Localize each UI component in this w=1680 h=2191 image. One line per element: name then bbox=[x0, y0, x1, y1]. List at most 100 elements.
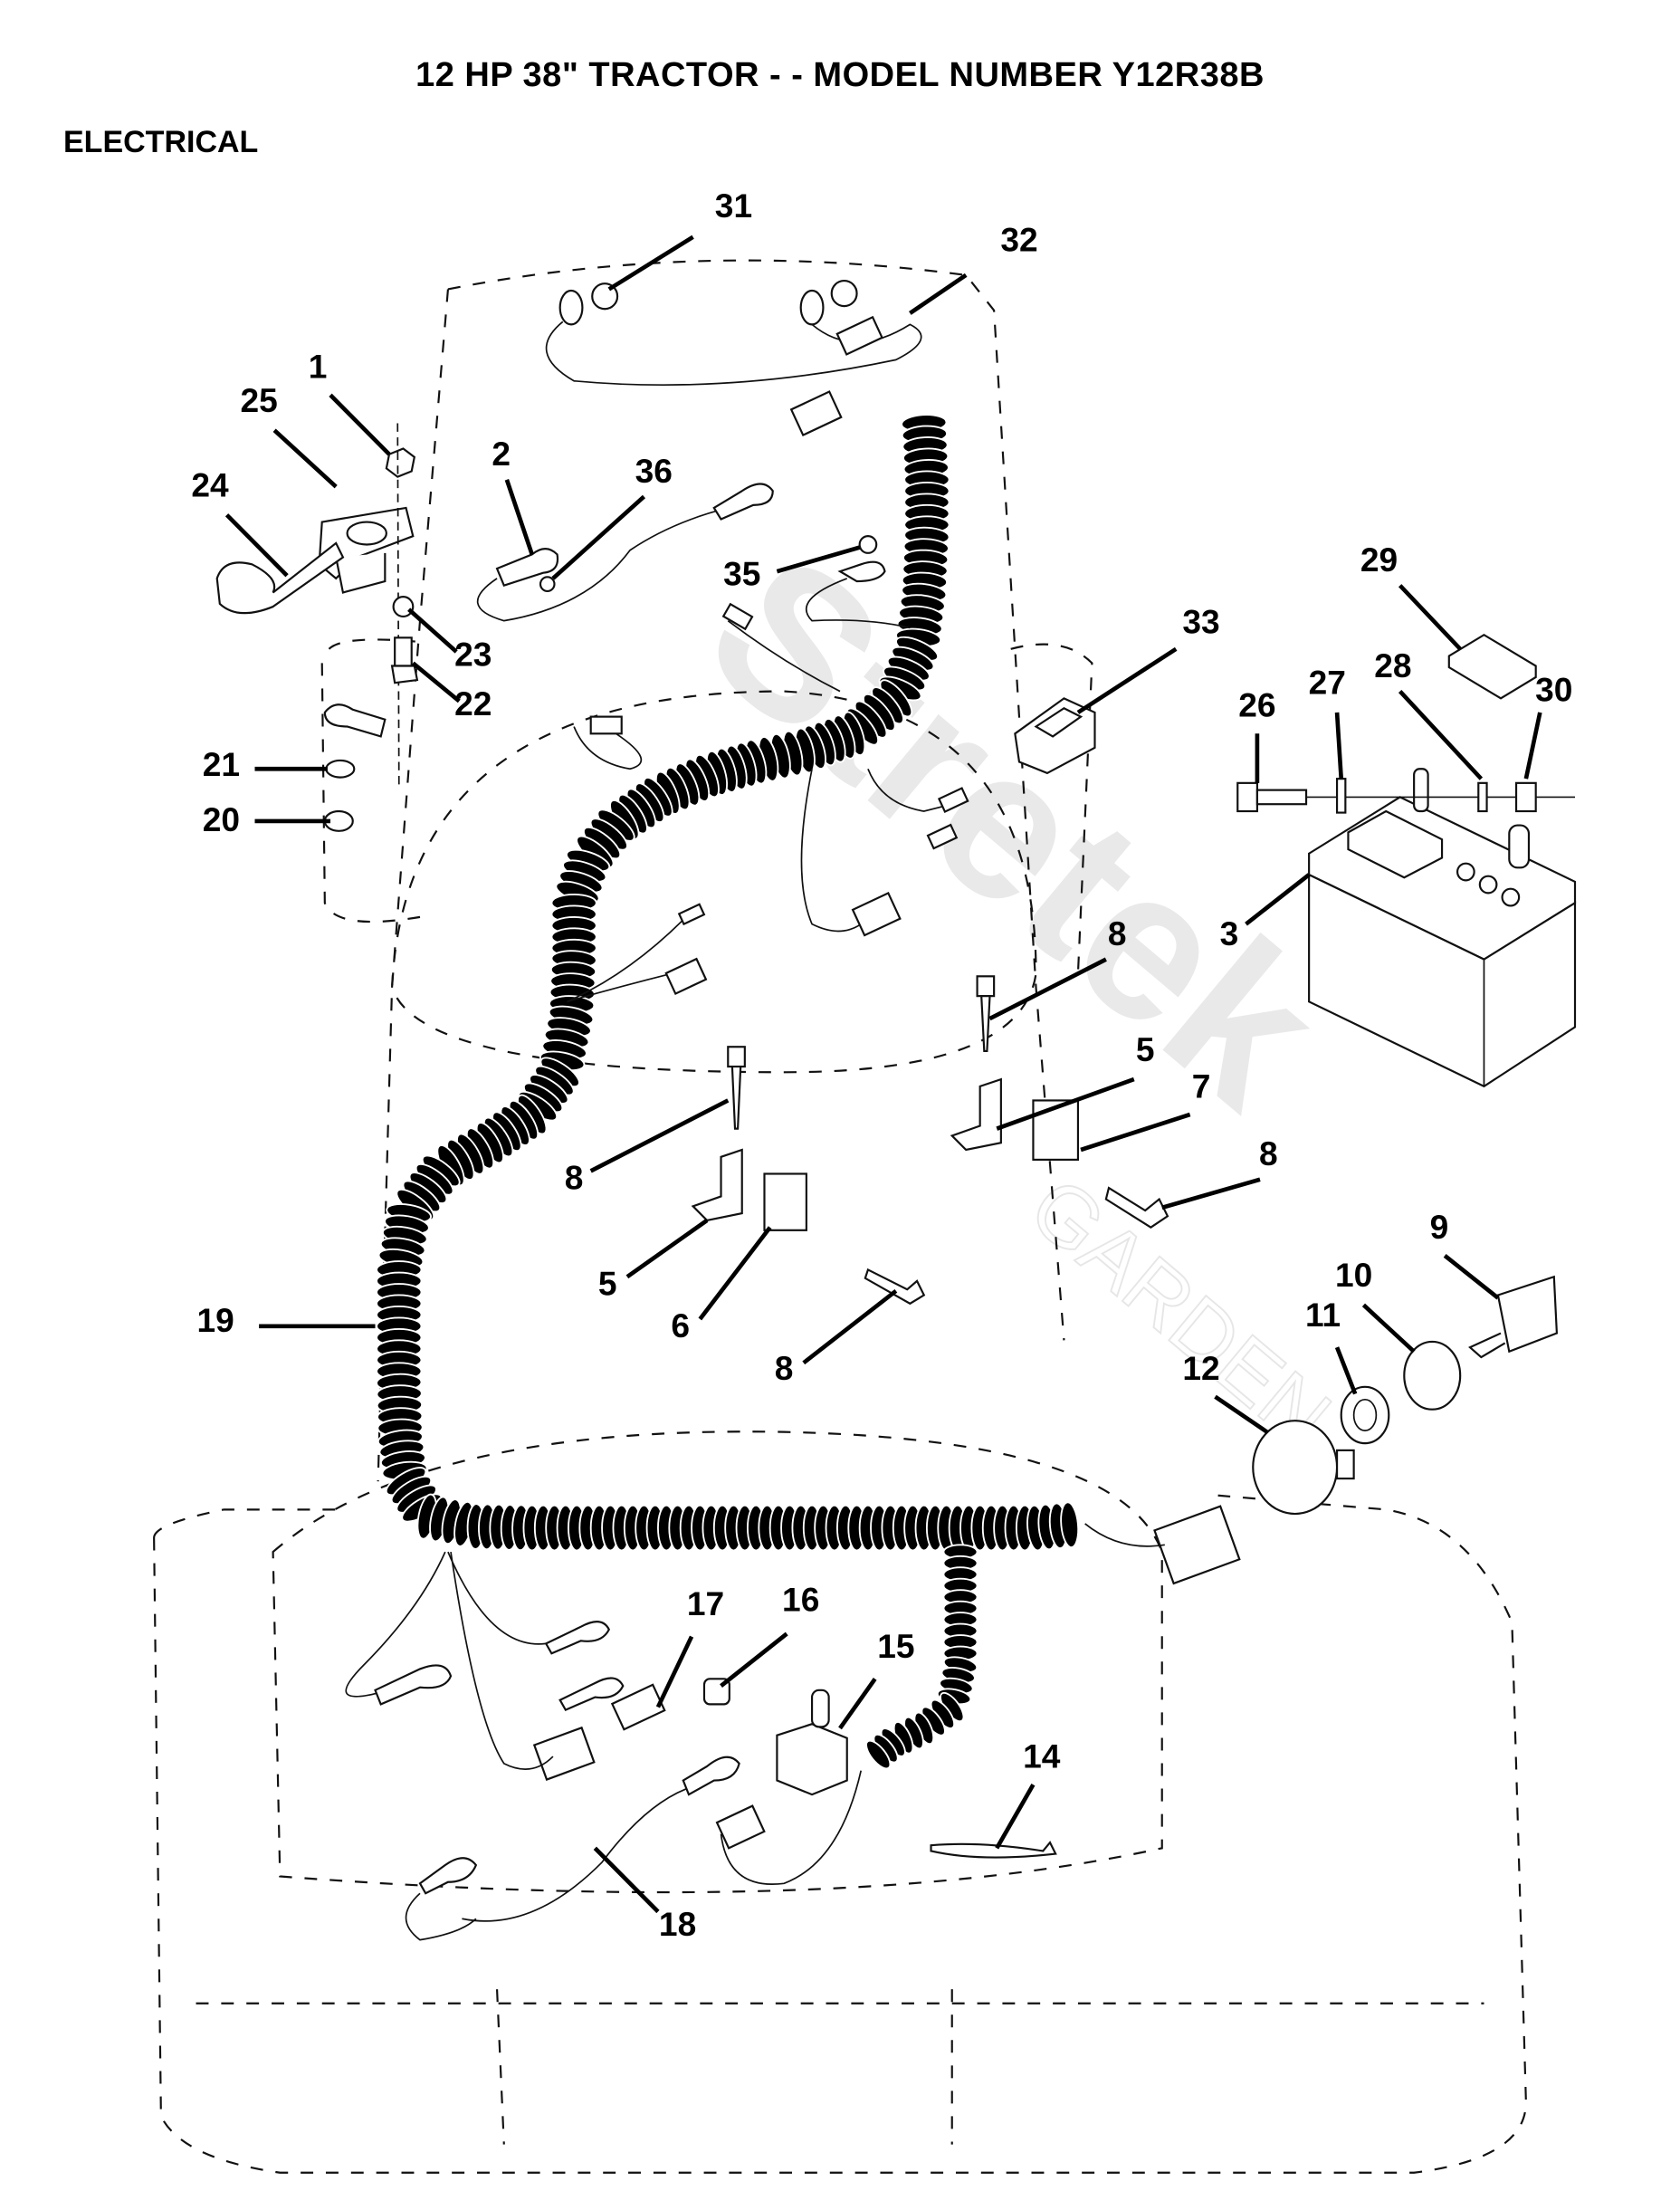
callout-leader-c14 bbox=[995, 1784, 1036, 1850]
callout-leader-c10 bbox=[1361, 1303, 1416, 1354]
switch-7 bbox=[1032, 1099, 1080, 1161]
callout-washer[interactable]: 21 bbox=[203, 745, 240, 783]
screw-8-shank-b bbox=[980, 995, 991, 1053]
callout-wire-harness[interactable]: 19 bbox=[197, 1301, 234, 1339]
callout-light-harness[interactable]: 32 bbox=[1000, 220, 1037, 258]
callout-cable-tie[interactable]: 14 bbox=[1023, 1737, 1061, 1775]
seat-connector bbox=[664, 957, 708, 995]
callout-bezel[interactable]: 10 bbox=[1335, 1256, 1372, 1294]
callout-leader-c9 bbox=[1443, 1254, 1500, 1300]
solenoid-nut bbox=[385, 447, 416, 478]
dash-wire-d bbox=[567, 916, 687, 1003]
bracket-5-left bbox=[691, 1148, 743, 1222]
bracket-5-right bbox=[950, 1077, 1002, 1152]
light-switch-33 bbox=[1014, 697, 1096, 775]
callout-switch[interactable]: 6 bbox=[671, 1306, 690, 1344]
harness-connector-top bbox=[789, 390, 843, 437]
battery-assembly bbox=[1236, 633, 1577, 1088]
callout-bolt[interactable]: 22 bbox=[454, 684, 492, 722]
switch-6 bbox=[763, 1172, 807, 1231]
interlock-switches bbox=[691, 975, 1169, 1306]
ignition-bezel-10 bbox=[1403, 1340, 1462, 1411]
ignition-wires bbox=[1084, 1523, 1165, 1547]
lock-washer-23 bbox=[392, 596, 415, 618]
bolt-26-head bbox=[1236, 781, 1258, 813]
callout-nut[interactable]: 20 bbox=[203, 800, 240, 838]
callout-key[interactable]: 9 bbox=[1430, 1208, 1449, 1246]
callout-leaders bbox=[224, 234, 1542, 1914]
spade-terminal-upper bbox=[721, 602, 754, 631]
callout-nut[interactable]: 11 bbox=[1305, 1296, 1341, 1334]
callout-bracket[interactable]: 5 bbox=[1136, 1030, 1155, 1068]
callout-bolt[interactable]: 26 bbox=[1238, 685, 1275, 723]
screw-8-head-a bbox=[727, 1046, 746, 1068]
callout-screw[interactable]: 8 bbox=[1259, 1134, 1278, 1172]
callout-bulb[interactable]: 31 bbox=[715, 187, 752, 225]
callout-wire-harness-lead[interactable]: 18 bbox=[659, 1905, 696, 1943]
terminal-boot bbox=[215, 541, 345, 615]
ignition-switch-barrel bbox=[1335, 1449, 1355, 1480]
callout-screw[interactable]: 8 bbox=[1108, 914, 1127, 952]
ring-terminal-lower-e bbox=[418, 1857, 478, 1895]
battery-cap-3 bbox=[1501, 887, 1521, 907]
callout-leader-c12 bbox=[1214, 1394, 1269, 1434]
callout-leader-c3 bbox=[1245, 873, 1311, 926]
callout-light-switch[interactable]: 33 bbox=[1182, 603, 1219, 641]
callout-star-washer[interactable]: 35 bbox=[723, 555, 760, 593]
callout-leader-c33 bbox=[1076, 646, 1178, 714]
callout-screw[interactable]: 8 bbox=[775, 1349, 794, 1387]
ring-terminal-lower-d bbox=[682, 1756, 740, 1796]
callout-star-washer[interactable]: 36 bbox=[635, 452, 673, 490]
callout-nut[interactable]: 16 bbox=[782, 1580, 819, 1618]
lead-18b bbox=[405, 1892, 477, 1941]
lower-lead-c bbox=[450, 1551, 554, 1770]
parts bbox=[215, 280, 1577, 1941]
callout-leader-c5b bbox=[996, 1076, 1135, 1131]
callout-nut[interactable]: 30 bbox=[1535, 670, 1572, 708]
callout-leader-c35 bbox=[776, 545, 861, 574]
callout-bracket[interactable]: 5 bbox=[598, 1264, 617, 1302]
callout-leader-c11 bbox=[1334, 1346, 1358, 1395]
callout-spacer[interactable]: 27 bbox=[1309, 664, 1346, 702]
callout-solenoid[interactable]: 25 bbox=[240, 381, 277, 419]
lead-35 bbox=[805, 578, 911, 629]
callout-leader-c23 bbox=[407, 608, 458, 654]
callout-labels: 1235567888891011121415161718192021222324… bbox=[191, 187, 1572, 1943]
callout-battery[interactable]: 3 bbox=[1220, 914, 1239, 952]
callout-cover[interactable]: 29 bbox=[1360, 541, 1398, 579]
callout-leader-c8d bbox=[802, 1288, 898, 1365]
callout-leader-c16 bbox=[720, 1631, 788, 1688]
callout-ring-terminal-wire[interactable]: 2 bbox=[492, 435, 511, 473]
callout-boot[interactable]: 24 bbox=[191, 465, 229, 503]
ring-terminal-solenoid bbox=[323, 703, 387, 738]
bolt-22 bbox=[394, 636, 413, 667]
nut-30 bbox=[1514, 781, 1537, 813]
callout-leader-c27 bbox=[1334, 712, 1344, 780]
callout-nut[interactable]: 1 bbox=[309, 347, 328, 385]
harness-coil-segment bbox=[865, 1739, 892, 1770]
callout-leader-c22 bbox=[411, 661, 461, 703]
bulb-socket-right bbox=[799, 289, 825, 326]
callout-leader-c15 bbox=[838, 1677, 877, 1730]
section-heading: ELECTRICAL bbox=[63, 125, 259, 159]
callout-switch[interactable]: 7 bbox=[1192, 1067, 1211, 1105]
battery-cap-1 bbox=[1456, 862, 1475, 882]
bolt-26-shank bbox=[1255, 789, 1308, 806]
callout-leader-c29 bbox=[1398, 584, 1462, 651]
callout-leader-c1 bbox=[329, 393, 391, 456]
cable-tie-14 bbox=[930, 1841, 1057, 1859]
dash-wire-c bbox=[867, 768, 952, 812]
callout-fuse[interactable]: 17 bbox=[687, 1584, 724, 1622]
callout-plunger-switch[interactable]: 15 bbox=[877, 1627, 914, 1665]
callout-ignition-switch[interactable]: 12 bbox=[1182, 1349, 1219, 1387]
plunger-switch-15 bbox=[776, 1723, 848, 1796]
fuse-17 bbox=[610, 1683, 666, 1731]
ring-terminal-2 bbox=[495, 548, 559, 588]
callout-lock-washer[interactable]: 28 bbox=[1374, 646, 1411, 684]
callout-leader-c7 bbox=[1080, 1112, 1191, 1153]
callout-screw[interactable]: 8 bbox=[565, 1158, 584, 1196]
callout-lock-washer[interactable]: 23 bbox=[454, 635, 492, 673]
ignition-nut-11 bbox=[1340, 1385, 1390, 1445]
star-washer-35 bbox=[858, 535, 878, 554]
